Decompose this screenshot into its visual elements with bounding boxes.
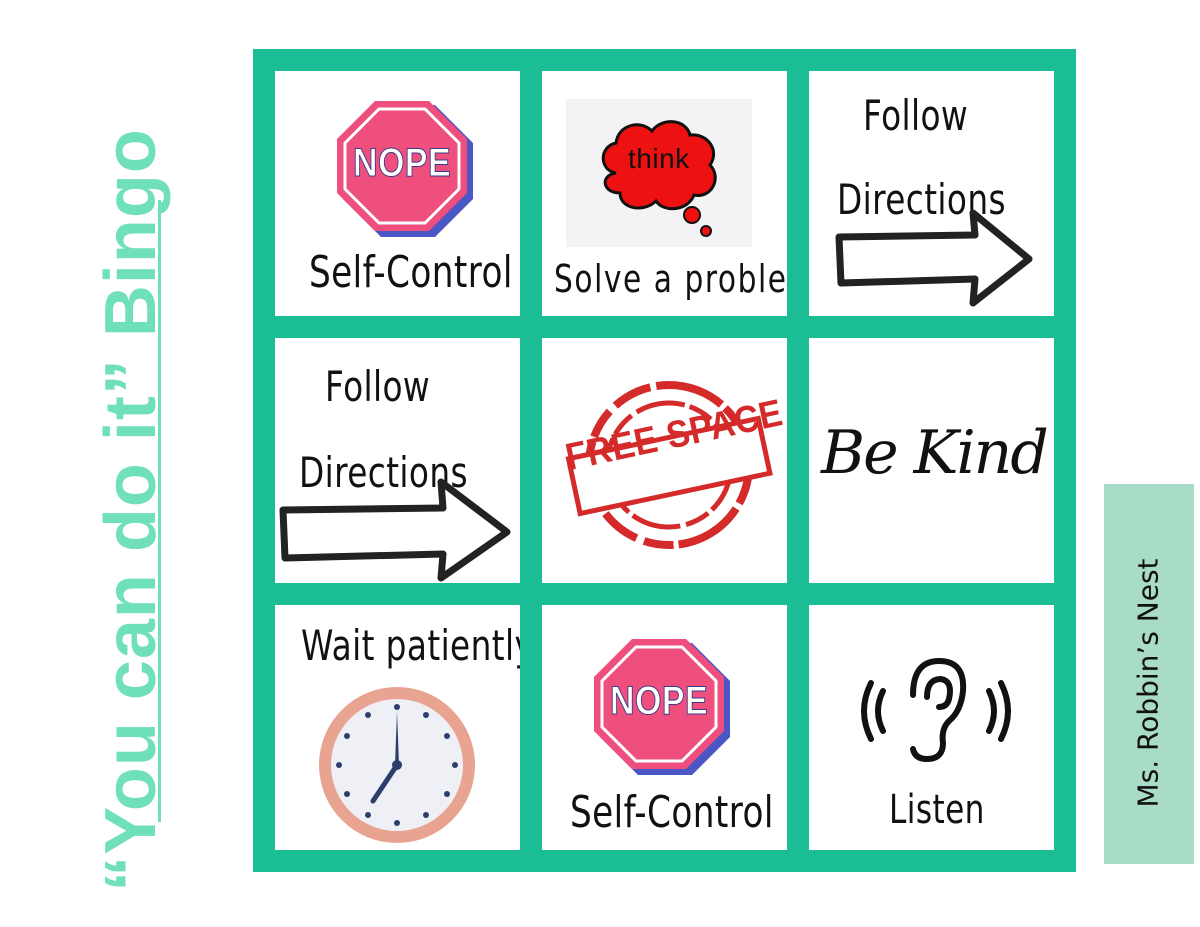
bingo-cell-solve-a-problem[interactable]: think Solve a problem bbox=[542, 71, 787, 316]
think-cloud-icon bbox=[601, 120, 717, 237]
nope-badge-text: NOPE bbox=[353, 141, 452, 186]
credit-text: Ms. Robbin’s Nest bbox=[1131, 558, 1165, 808]
bingo-cell-follow-directions-1[interactable]: Follow Directions bbox=[809, 71, 1054, 316]
bingo-cell-follow-directions-2[interactable]: Follow Directions bbox=[275, 338, 520, 583]
cell-label: Solve a problem bbox=[554, 257, 787, 301]
right-arrow-icon bbox=[279, 478, 511, 582]
nope-badge-text: NOPE bbox=[610, 679, 709, 724]
think-text: think bbox=[628, 143, 690, 174]
bingo-cell-be-kind[interactable]: Be Kind bbox=[809, 338, 1054, 583]
cell-label: Wait patiently bbox=[301, 621, 520, 670]
cell-label-line1: Follow bbox=[863, 91, 969, 140]
credit-tape bbox=[1104, 484, 1194, 864]
title-underline bbox=[158, 200, 161, 822]
bingo-cell-self-control-1[interactable]: NOPE Self-Control bbox=[275, 71, 520, 316]
cell-label: Self-Control bbox=[309, 247, 513, 298]
bingo-cell-listen[interactable]: Listen bbox=[809, 605, 1054, 850]
bingo-cell-self-control-2[interactable]: NOPE Self-Control bbox=[542, 605, 787, 850]
bingo-board: NOPE Self-Control think Solve a problem … bbox=[253, 49, 1076, 872]
free-space-stamp-icon bbox=[565, 381, 773, 549]
right-arrow-icon bbox=[835, 209, 1033, 307]
ear-listening-icon bbox=[861, 657, 1011, 763]
cell-label-line1: Follow bbox=[325, 362, 431, 411]
clock-icon bbox=[319, 687, 475, 843]
cell-label: Listen bbox=[889, 787, 985, 833]
bingo-cell-wait-patiently[interactable]: Wait patiently bbox=[275, 605, 520, 850]
cell-label: Self-Control bbox=[570, 787, 774, 838]
cell-label: Be Kind bbox=[821, 418, 1049, 488]
nope-stop-sign-icon bbox=[594, 639, 730, 775]
title-area: “You can do it” Bingo bbox=[0, 0, 230, 927]
bingo-cell-free-space[interactable]: FREE SPACE bbox=[542, 338, 787, 583]
nope-stop-sign-icon bbox=[337, 101, 473, 237]
